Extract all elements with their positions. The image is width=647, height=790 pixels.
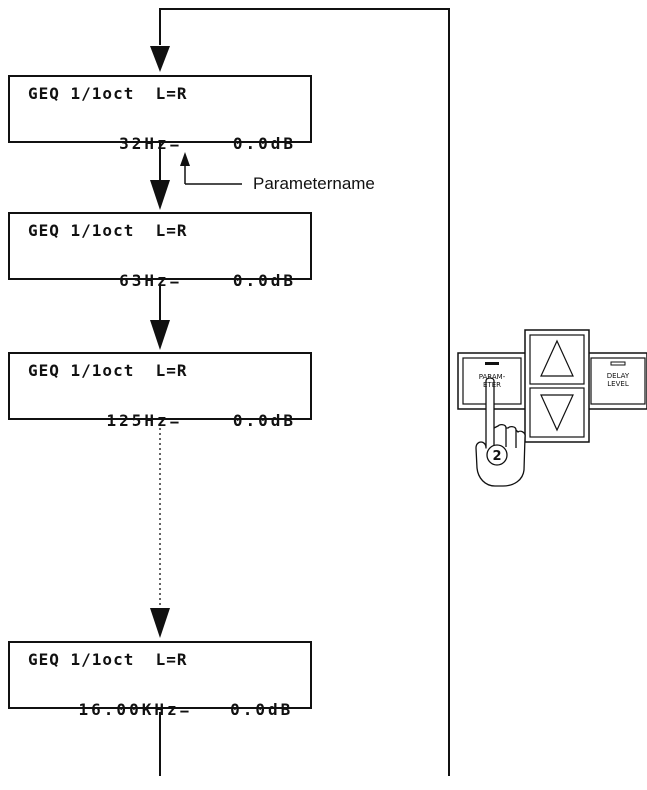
lcd-line2: 63Hz= 0.0dB — [69, 252, 296, 309]
lcd-line1: GEQ 1/1oct L=R — [28, 84, 188, 103]
lcd-display-4: GEQ 1/1oct L=R 16.00KHz= 0.0dB — [8, 641, 312, 709]
lcd-display-3: GEQ 1/1oct L=R 125Hz= 0.0dB — [8, 352, 312, 420]
lcd-gain: 0.0dB — [233, 411, 296, 430]
lcd-line2: 32Hz= 0.0dB — [69, 115, 296, 172]
parameter-led-icon — [485, 362, 499, 365]
flow-arrow-1-head — [150, 180, 170, 210]
flow-arrow-3-head — [150, 608, 170, 638]
flow-arrow-2-head — [150, 320, 170, 350]
step-number: 2 — [492, 449, 501, 464]
lcd-line2: 125Hz= 0.0dB — [56, 392, 296, 449]
lcd-gain: 0.0dB — [230, 700, 293, 719]
lcd-gain: 0.0dB — [233, 134, 296, 153]
parametername-label: Parametername — [253, 174, 375, 194]
lcd-frequency: 63Hz= — [119, 271, 182, 290]
lcd-display-1: GEQ 1/1oct L=R 32Hz= 0.0dB — [8, 75, 312, 143]
lcd-line1: GEQ 1/1oct L=R — [28, 650, 188, 669]
lcd-gain: 0.0dB — [233, 271, 296, 290]
lcd-frequency: 16.00KHz= — [79, 700, 193, 719]
lcd-display-2: GEQ 1/1oct L=R 63Hz= 0.0dB — [8, 212, 312, 280]
control-panel: 2 — [458, 330, 647, 486]
delay-level-led-icon — [611, 362, 625, 365]
lcd-frequency: 125Hz= — [107, 411, 183, 430]
parameter-button-label: PARAM- ETER — [468, 373, 516, 389]
lcd-frequency: 32Hz= — [119, 134, 182, 153]
delay-level-button-label: DELAY LEVEL — [594, 372, 642, 388]
lcd-line1: GEQ 1/1oct L=R — [28, 361, 188, 380]
lcd-line1: GEQ 1/1oct L=R — [28, 221, 188, 240]
loop-arrowhead — [150, 46, 170, 72]
lcd-line2: 16.00KHz= 0.0dB — [28, 681, 293, 738]
